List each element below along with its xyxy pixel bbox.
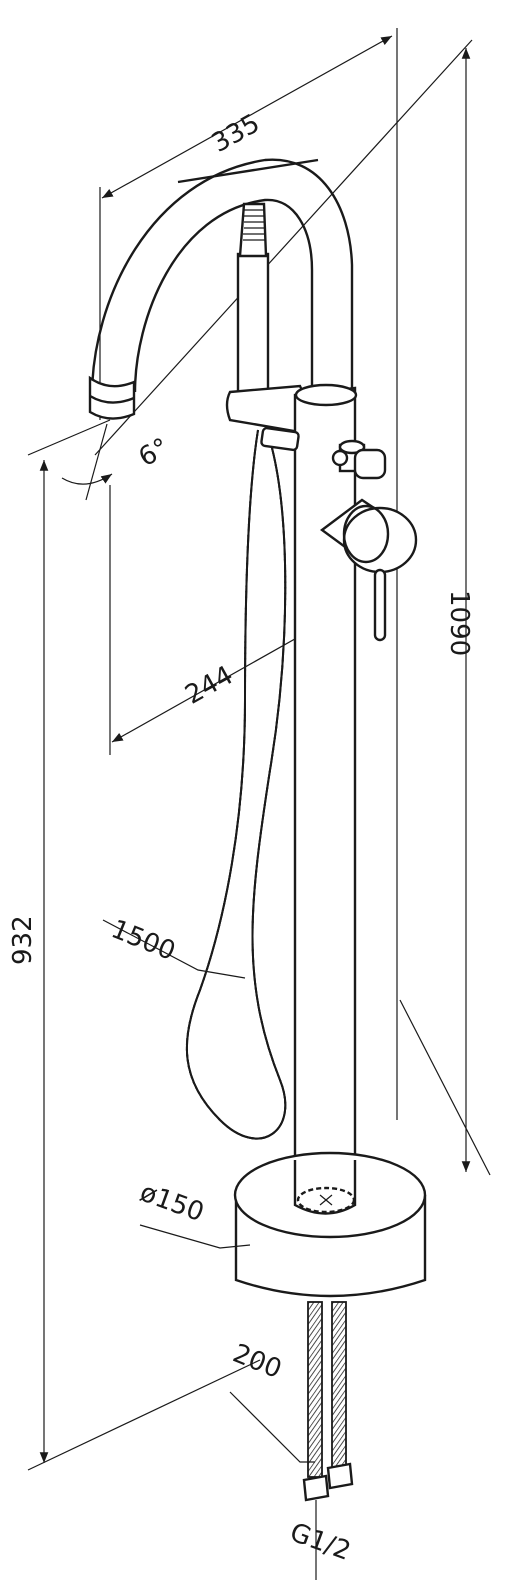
mixer-lever [319, 498, 418, 642]
diverter-knob [331, 439, 387, 480]
base-mount-hidden [296, 1186, 356, 1214]
leader-line [102, 919, 246, 979]
dim-label-6-degree: 6° [134, 433, 174, 474]
dim-spout-height: 932 [8, 419, 261, 1471]
dim-label-932: 932 [8, 915, 38, 965]
nozzle-ring [89, 394, 135, 404]
leader-line [229, 1391, 315, 1463]
column-top [294, 383, 358, 407]
floor-base [233, 1151, 427, 1298]
diverter-base [331, 449, 349, 467]
diverter-stem-top [338, 439, 366, 455]
dim-label-1090: 1090 [444, 590, 474, 656]
supply-hose-right [331, 1301, 347, 1468]
hand-shower [236, 252, 270, 396]
dim-label-335: 335 [207, 109, 265, 159]
shower-holder [225, 384, 307, 434]
extension-line [94, 39, 473, 456]
faucet-body [88, 158, 427, 1580]
diverter-head [353, 448, 387, 480]
dim-label-dia-150: ø150 [136, 1178, 208, 1229]
center-mark [319, 1194, 333, 1206]
dim-total-height: 1090 [94, 39, 491, 1176]
extension-line [399, 999, 491, 1176]
label-base-diameter: ø150 [136, 1178, 251, 1249]
hose-fill [185, 429, 287, 1140]
label-connection-thread: G1/2 [286, 1518, 355, 1567]
dimension-line [101, 35, 393, 199]
supply-hose-left [307, 1301, 323, 1478]
label-supply-hose-length: 200 [228, 1339, 315, 1463]
column-foot [293, 1160, 357, 1215]
mixer-cap-ring [342, 504, 390, 564]
mixer-handle [373, 568, 387, 642]
angle-arc [61, 473, 113, 485]
spout-inner [133, 198, 314, 395]
spout-outer [90, 158, 354, 397]
shower-hose [185, 426, 300, 1140]
hose-coils [185, 429, 287, 1140]
extension-line [27, 1359, 261, 1471]
hose-connector [260, 426, 300, 452]
dim-label-g-half: G1/2 [286, 1518, 355, 1567]
supply-hoses [302, 1301, 354, 1580]
supply-nut-left [302, 1474, 330, 1502]
dim-label-244: 244 [180, 660, 238, 710]
angle-line [85, 423, 108, 501]
supply-nut-right [326, 1462, 354, 1490]
dim-label-1500: 1500 [107, 914, 180, 967]
dimension-line [111, 621, 326, 743]
mixer-cap [342, 506, 418, 574]
dim-spout-angle: 6° [61, 423, 174, 501]
hose-outline [185, 429, 287, 1140]
label-hose-length: 1500 [102, 914, 246, 979]
extension-line [27, 419, 111, 456]
column [293, 386, 357, 1162]
hand-shower-head [238, 202, 268, 258]
hand-shower-grille [243, 209, 265, 241]
spout-nozzle [88, 375, 136, 420]
leader-line [139, 1224, 251, 1249]
dim-label-200: 200 [228, 1339, 285, 1385]
spout-highlight [177, 158, 319, 184]
